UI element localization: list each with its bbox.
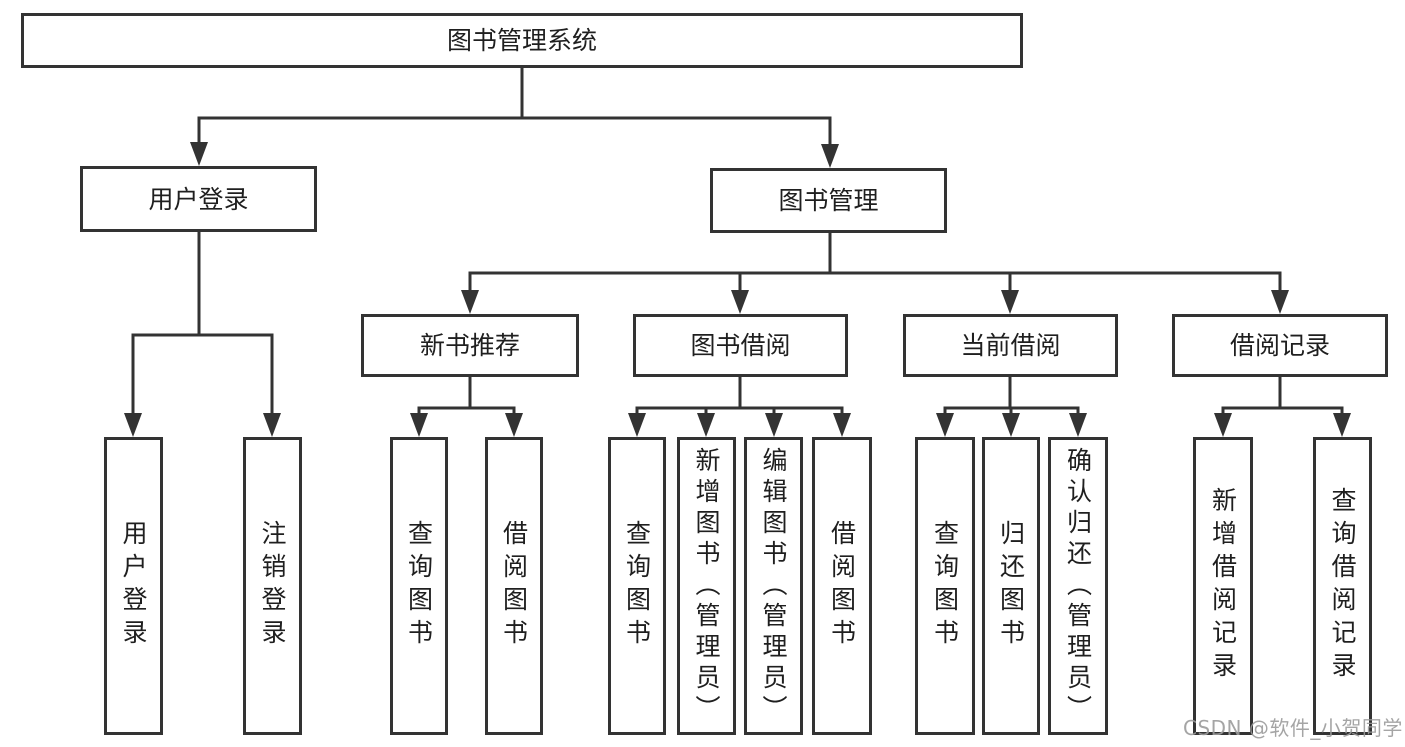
node-label: 注销登录 xyxy=(258,520,287,652)
node-label: 编辑图书（管理员） xyxy=(759,446,788,726)
node-add-books-admin: 新增图书（管理员） xyxy=(677,437,736,735)
node-borrowing-records: 借阅记录 xyxy=(1172,314,1388,377)
node-edit-books-admin: 编辑图书（管理员） xyxy=(744,437,803,735)
node-query-borrowing-record: 查询借阅记录 xyxy=(1313,437,1372,735)
node-label: 新增借阅记录 xyxy=(1208,487,1238,685)
node-label: 查询借阅记录 xyxy=(1328,487,1357,685)
node-book-borrowing: 图书借阅 xyxy=(633,314,848,377)
csdn-watermark: CSDN @软件_小贺同学 xyxy=(1183,716,1403,740)
node-label: 图书管理 xyxy=(778,186,879,215)
node-confirm-return-admin: 确认归还（管理员） xyxy=(1048,437,1108,735)
node-label: 图书借阅 xyxy=(690,331,791,360)
node-borrow-books-borrowing: 借阅图书 xyxy=(812,437,872,735)
node-current-borrowing: 当前借阅 xyxy=(903,314,1118,377)
node-label: 新书推荐 xyxy=(419,331,520,360)
node-return-books: 归还图书 xyxy=(982,437,1040,735)
node-label: 归还图书 xyxy=(996,520,1026,652)
node-user-login: 用户登录 xyxy=(80,166,317,232)
node-label: 当前借阅 xyxy=(960,331,1061,360)
node-query-books-borrowing: 查询图书 xyxy=(608,437,666,735)
node-add-borrowing-record: 新增借阅记录 xyxy=(1193,437,1253,735)
node-label: 借阅图书 xyxy=(499,520,529,652)
node-logout: 注销登录 xyxy=(243,437,302,735)
node-label: 借阅记录 xyxy=(1229,331,1330,360)
node-label: 图书管理系统 xyxy=(446,26,597,55)
node-label: 查询图书 xyxy=(622,520,652,652)
node-label: 用户登录 xyxy=(119,520,148,652)
node-new-book-recommendation: 新书推荐 xyxy=(361,314,579,377)
node-label: 借阅图书 xyxy=(827,520,857,652)
node-user-login-leaf: 用户登录 xyxy=(104,437,163,735)
node-label: 新增图书（管理员） xyxy=(692,446,721,726)
node-label: 确认归还（管理员） xyxy=(1063,446,1093,726)
node-borrow-books-recommendation: 借阅图书 xyxy=(485,437,543,735)
node-label: 查询图书 xyxy=(930,520,960,652)
node-label: 查询图书 xyxy=(404,520,434,652)
node-query-books-current: 查询图书 xyxy=(915,437,975,735)
node-book-management: 图书管理 xyxy=(710,168,947,233)
node-label: 用户登录 xyxy=(148,184,249,214)
node-book-management-system: 图书管理系统 xyxy=(21,13,1023,68)
node-query-books-recommendation: 查询图书 xyxy=(390,437,448,735)
arrowheads xyxy=(124,142,1351,437)
